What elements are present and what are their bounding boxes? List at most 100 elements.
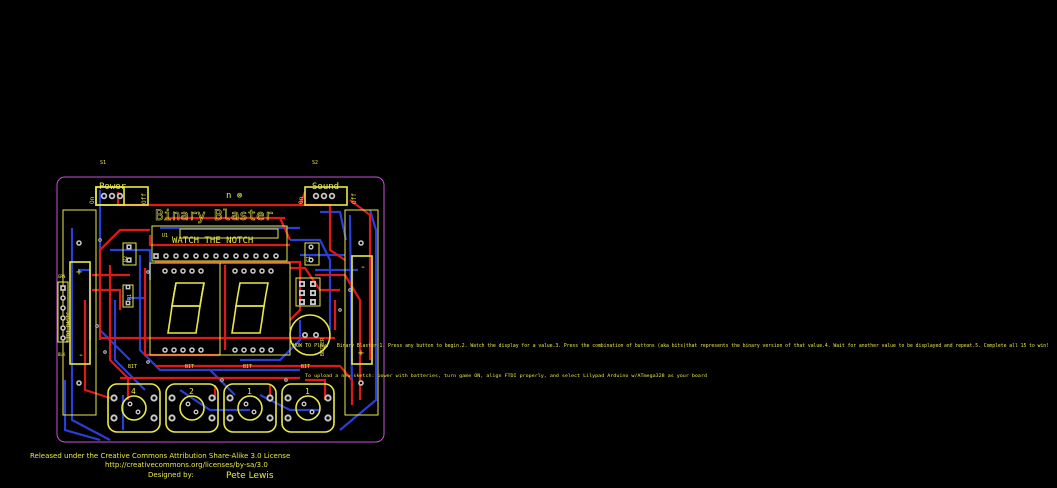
pad-hole [254, 254, 258, 258]
pad-hole [126, 301, 130, 305]
button-bit-1 [107, 383, 161, 433]
pad-hole [302, 402, 306, 406]
footer-designer: Pete Lewis [226, 471, 274, 481]
pad-hole [136, 410, 140, 414]
pad-hole [147, 361, 149, 363]
pad-hole [112, 396, 116, 400]
label-ftdi-grn: GRN [58, 274, 66, 279]
pad-hole [61, 296, 65, 300]
pad-hole [61, 306, 65, 310]
pad-hole [310, 410, 314, 414]
pad-hole [61, 286, 65, 290]
label-bit-1: BIT [128, 364, 137, 370]
pad-hole [184, 254, 188, 258]
pad-hole [164, 254, 168, 258]
pad-hole [210, 396, 214, 400]
pad-hole [61, 316, 65, 320]
board-subtitle: WATCH THE NOTCH [172, 236, 253, 246]
label-s1: S1 [100, 160, 106, 166]
pad-hole [260, 269, 264, 273]
pad-hole [118, 194, 122, 198]
pad-hole [181, 348, 185, 352]
pad-hole [61, 326, 65, 330]
pad-hole [190, 348, 194, 352]
label-minus-left: - [78, 350, 84, 361]
seven-segment-digits [167, 282, 269, 334]
pad-hole [172, 348, 176, 352]
pad-hole [285, 379, 287, 381]
label-bit-value-2: 2 [189, 387, 194, 396]
pad-hole [77, 241, 81, 245]
pad-hole [110, 194, 114, 198]
pad-hole [224, 254, 228, 258]
pad-hole [147, 271, 149, 273]
pad-hole [152, 416, 156, 420]
pad-hole [163, 269, 167, 273]
pad-hole [233, 269, 237, 273]
pad-hole [311, 282, 315, 286]
button-bit-3 [223, 383, 277, 433]
silkscreen [57, 186, 379, 416]
label-minus-right: - [360, 262, 366, 273]
pad-hole [309, 258, 313, 262]
pad-hole [104, 351, 106, 353]
pad-hole [221, 379, 223, 381]
pad-hole [274, 254, 278, 258]
pad-hole [128, 402, 132, 406]
pad-hole [152, 396, 156, 400]
pad-hole [269, 269, 273, 273]
pad-hole [349, 289, 351, 291]
pad-hole [181, 269, 185, 273]
pad-hole [286, 416, 290, 420]
label-bit-value-1: 4 [131, 387, 136, 396]
pad-hole [96, 325, 98, 327]
pad-hole [314, 333, 318, 337]
pad-hole [77, 381, 81, 385]
pad-hole [311, 300, 315, 304]
pad-hole [126, 285, 130, 289]
pad-hole [194, 410, 198, 414]
pad-hole [264, 254, 268, 258]
how-to-play-text: Binary Blaster-1. Press any button to be… [337, 343, 1049, 349]
footer-license: Released under the Creative Commons Attr… [30, 452, 290, 460]
pad-hole [210, 416, 214, 420]
label-power: Power [99, 182, 127, 192]
pad-hole [102, 194, 106, 198]
pad-hole [326, 416, 330, 420]
top-copper-traces [83, 191, 372, 405]
pad-hole [186, 402, 190, 406]
pad-hole [170, 396, 174, 400]
pad-hole [127, 258, 131, 262]
pad-hole [268, 416, 272, 420]
pad-hole [242, 269, 246, 273]
pad-hole [199, 348, 203, 352]
pad-hole [251, 269, 255, 273]
label-r2: R2 [123, 256, 129, 262]
footer: Released under the Creative Commons Attr… [30, 452, 290, 481]
pad-hole [172, 269, 176, 273]
pad-hole [170, 416, 174, 420]
pad-hole [244, 402, 248, 406]
label-on-right: On [298, 196, 305, 204]
label-off-right: Off [351, 193, 358, 204]
label-off-left: Off [141, 193, 148, 204]
pad-hole [322, 194, 326, 198]
pad-hole [112, 416, 116, 420]
label-u1: U1 [162, 233, 168, 239]
footer-url: http://creativecommons.org/licenses/by-s… [105, 461, 268, 469]
pad-hole [252, 410, 256, 414]
footer-designed-by: Designed by: [148, 471, 194, 479]
pad-hole [359, 241, 363, 245]
board-outline [56, 176, 385, 443]
buttons [107, 383, 335, 433]
label-ftdi-blk: BLK [58, 352, 66, 357]
silkscreen-text: S1 S2 Power Sound On Off On Off n ⊗ Bina… [58, 160, 1049, 396]
label-buzzer: BUZZER [320, 337, 326, 356]
pad-hole [251, 348, 255, 352]
pad-hole [260, 348, 264, 352]
pad-hole [199, 269, 203, 273]
label-plus-right: + [358, 348, 364, 359]
pad-hole [314, 194, 318, 198]
label-on-left: On [89, 196, 96, 204]
